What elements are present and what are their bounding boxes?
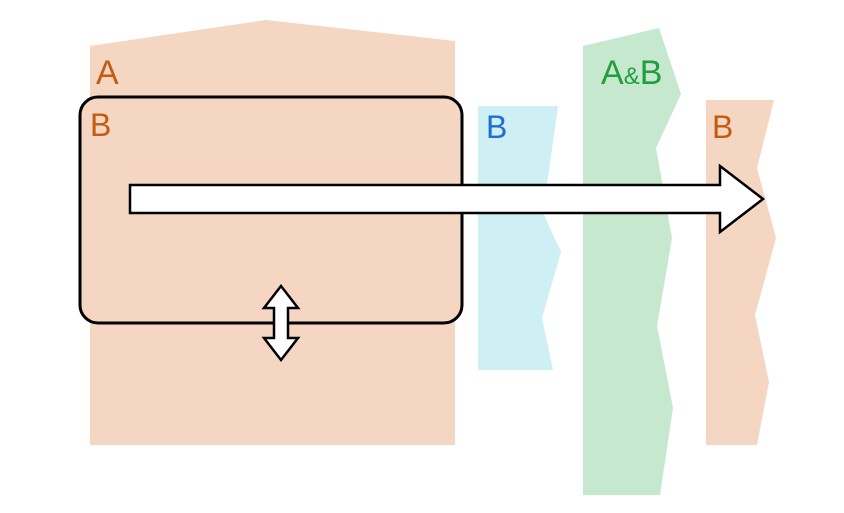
region-ab-shape <box>583 28 681 495</box>
label-region-a: A <box>96 54 119 92</box>
horizontal-arrow <box>128 163 766 235</box>
region-b-cyan-shape <box>478 106 561 370</box>
label-region-b-box: B <box>90 107 111 143</box>
label-region-ab-part-a: A <box>601 54 624 92</box>
region-b-right-shape <box>706 100 776 445</box>
label-region-b-right: B <box>712 109 733 145</box>
label-region-ab: A&B <box>601 54 662 92</box>
label-region-b-cyan: B <box>486 109 507 145</box>
vertical-double-arrow <box>261 283 301 363</box>
label-region-ab-part-b: B <box>640 54 663 92</box>
label-region-ab-ampersand: & <box>624 63 640 90</box>
